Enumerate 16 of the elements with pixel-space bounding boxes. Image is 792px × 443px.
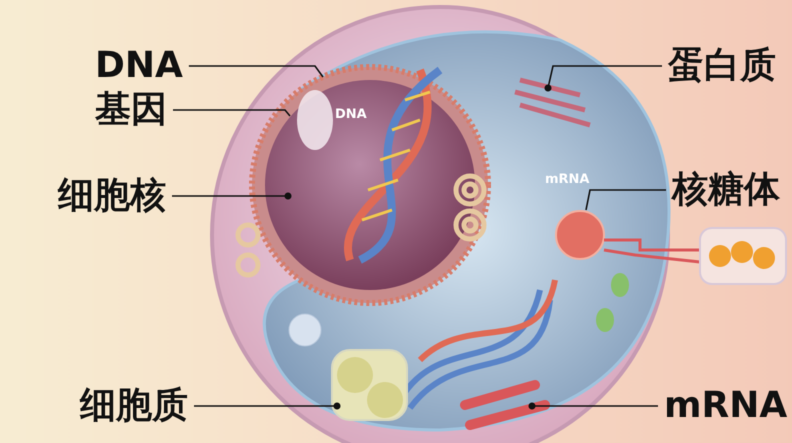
part-label: mRNA: [545, 172, 590, 187]
callout-label: mRNA: [664, 384, 788, 428]
leader-line: [528, 402, 658, 410]
part-label: DNA: [335, 107, 367, 122]
leader-line: [173, 109, 291, 117]
callout-label: 基因: [95, 88, 167, 132]
leader-line: [544, 65, 662, 92]
callout-label: 细胞核: [58, 174, 166, 218]
leader-line: [188, 65, 324, 78]
callout-label: 核糖体: [672, 168, 780, 212]
leader-line: [585, 189, 666, 210]
callout-label: 细胞质: [80, 384, 188, 428]
callout-label: 蛋白质: [668, 44, 776, 88]
leader-line: [194, 402, 340, 410]
callout-label: DNA: [95, 44, 183, 88]
leader-line: [172, 192, 292, 200]
